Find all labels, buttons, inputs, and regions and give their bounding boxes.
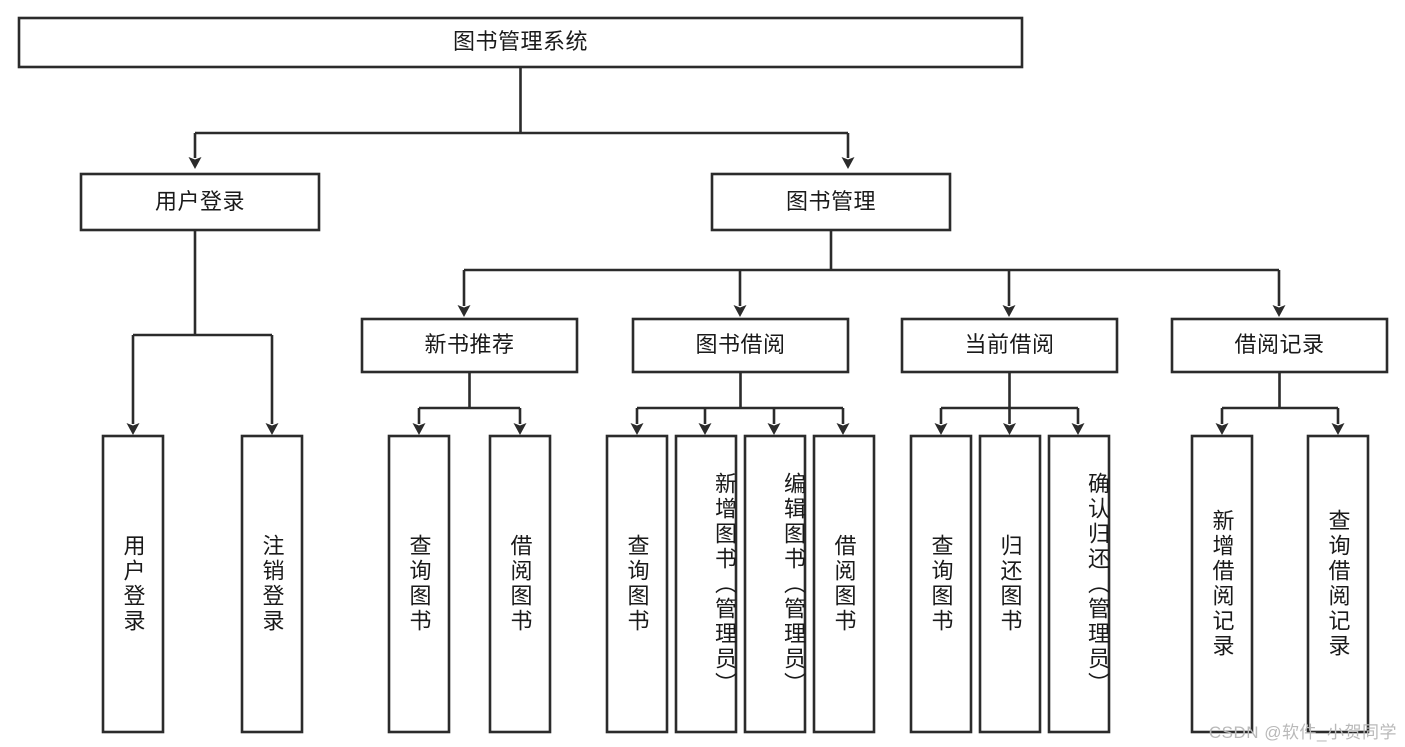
node-box-borrow-record[interactable] [1170, 317, 1389, 374]
node-box-current-borrow[interactable] [900, 317, 1119, 374]
node-box-leaf-5[interactable] [674, 434, 738, 734]
node-box-book-borrow[interactable] [631, 317, 850, 374]
node-box-leaf-12[interactable] [1306, 434, 1370, 734]
node-box-leaf-11[interactable] [1190, 434, 1254, 734]
node-box-book-manage[interactable] [710, 172, 952, 232]
node-box-leaf-8[interactable] [909, 434, 973, 734]
watermark-text: CSDN @软件_小贺同学 [1208, 723, 1397, 742]
node-box-leaf-4[interactable] [605, 434, 669, 734]
node-box-leaf-0[interactable] [101, 434, 165, 734]
node-box-leaf-1[interactable] [240, 434, 304, 734]
node-box-new-book-recommend[interactable] [360, 317, 579, 374]
node-box-root[interactable] [17, 16, 1024, 69]
node-box-leaf-9[interactable] [978, 434, 1042, 734]
node-box-leaf-6[interactable] [743, 434, 807, 734]
node-box-leaf-10[interactable] [1047, 434, 1111, 734]
node-box-user-login[interactable] [79, 172, 321, 232]
node-box-leaf-7[interactable] [812, 434, 876, 734]
node-box-leaf-2[interactable] [387, 434, 451, 734]
node-box-leaf-3[interactable] [488, 434, 552, 734]
